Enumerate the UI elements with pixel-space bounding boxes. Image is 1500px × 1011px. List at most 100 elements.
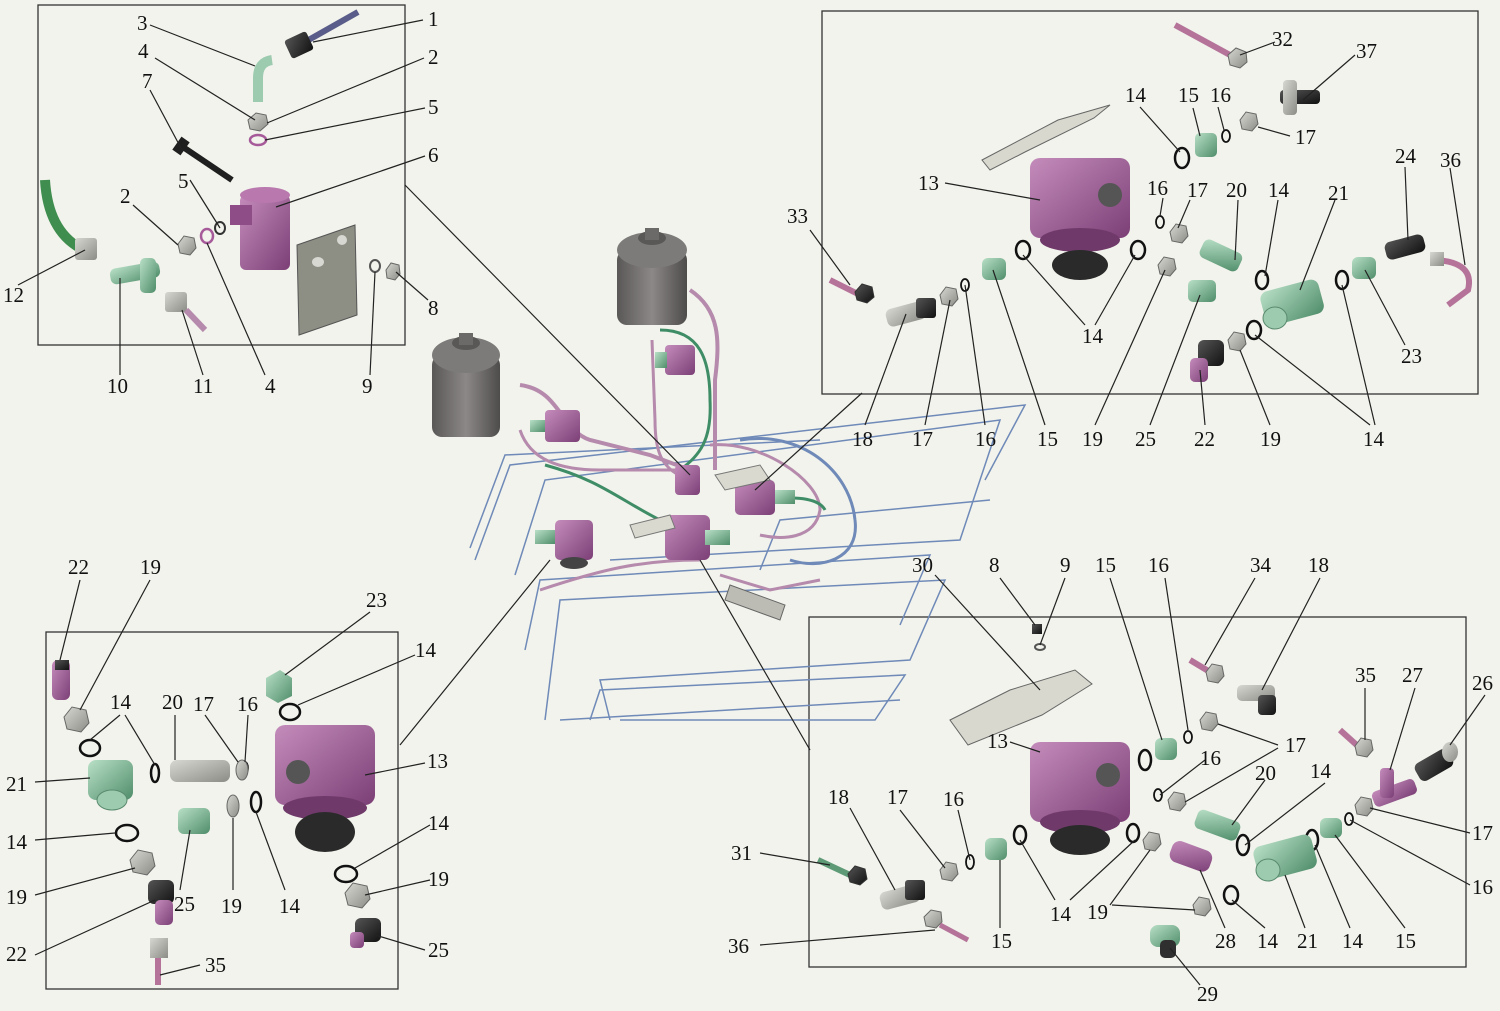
callout: 9 — [362, 374, 373, 398]
callout: 14 — [6, 830, 28, 854]
panel-connector-lines — [399, 184, 863, 751]
tr-nut-17b — [1169, 223, 1189, 244]
callout: 19 — [1260, 427, 1281, 451]
callout: 16 — [1200, 746, 1221, 770]
bl-nut-19-mid — [226, 794, 240, 818]
callout: 17 — [1285, 733, 1306, 757]
callout: 22 — [6, 942, 27, 966]
br-bracket-30 — [949, 669, 1093, 746]
callout: 21 — [1297, 929, 1318, 953]
central-valve-4 — [714, 464, 795, 515]
callout: 17 — [887, 785, 908, 809]
br-pipe-35 — [1337, 727, 1374, 758]
callout: 17 — [193, 692, 214, 716]
callout: 16 — [943, 787, 964, 811]
callout: 8 — [428, 296, 439, 320]
tr-nut-17c — [939, 286, 959, 307]
bl-nipple-20 — [170, 760, 230, 782]
callout: 4 — [265, 374, 276, 398]
callout: 19 — [6, 885, 27, 909]
br-nut-19 — [1142, 831, 1212, 917]
callout: 13 — [987, 729, 1008, 753]
bl-valve-13 — [275, 725, 375, 852]
callout: 34 — [1250, 553, 1272, 577]
panel-bottom-right-frame — [808, 616, 1467, 968]
callout: 14 — [428, 811, 450, 835]
bl-elbow-25-low — [350, 918, 381, 948]
tr-elbow-22 — [1190, 340, 1224, 382]
callout: 15 — [1178, 83, 1199, 107]
bl-nut-19-top — [63, 706, 90, 733]
callout: 13 — [918, 171, 939, 195]
callout: 25 — [428, 938, 449, 962]
callout: 22 — [68, 555, 89, 579]
tl-washer-4 — [199, 227, 215, 245]
callout: 5 — [178, 169, 189, 193]
tr-nipple-20 — [1199, 239, 1243, 272]
callout: 20 — [162, 690, 183, 714]
callout: 20 — [1255, 761, 1276, 785]
callout: 17 — [1187, 178, 1208, 202]
callout: 27 — [1402, 663, 1423, 687]
callout: 18 — [828, 785, 849, 809]
br-fitting-15 — [985, 818, 1342, 860]
callout: 16 — [1472, 875, 1493, 899]
callout: 14 — [279, 894, 301, 918]
callout: 14 — [1268, 178, 1290, 202]
br-pipe-31 — [816, 857, 868, 886]
tr-pipe-33 — [828, 277, 875, 304]
callout: 30 — [912, 553, 933, 577]
callout: 14 — [1257, 929, 1279, 953]
tl-valve-6 — [230, 187, 290, 270]
bl-pipe-35 — [150, 938, 168, 985]
callout: 3 — [137, 11, 148, 35]
air-receiver-lower — [432, 333, 500, 437]
callout: 35 — [1355, 663, 1376, 687]
callout: 15 — [991, 929, 1012, 953]
callout: 6 — [428, 143, 439, 167]
tr-fitting-23 — [1352, 257, 1376, 279]
tr-tee-37 — [1280, 80, 1320, 115]
br-filter-21 — [1253, 834, 1317, 882]
callout: 32 — [1272, 27, 1293, 51]
central-valve-3 — [675, 465, 700, 495]
tr-pipe-36 — [1430, 252, 1473, 308]
callout: 18 — [852, 427, 873, 451]
panel-bottom-left-frame — [45, 631, 399, 990]
callout: 12 — [3, 283, 24, 307]
tr-nut-17 — [1239, 111, 1259, 132]
tl-plate — [296, 224, 358, 336]
tl-elbow-3 — [253, 55, 274, 102]
callout: 15 — [1095, 553, 1116, 577]
tr-fitting-15-top — [1195, 133, 1217, 157]
tl-washer-5b — [214, 221, 226, 235]
callout: 28 — [1215, 929, 1236, 953]
tr-nut-19 — [1157, 256, 1247, 352]
callout: 14 — [1310, 759, 1332, 783]
callout: 7 — [142, 69, 153, 93]
br-connector-18 — [1237, 685, 1276, 715]
tl-nut-8 — [385, 262, 401, 281]
br-connector-18 — [879, 880, 925, 910]
callout: 14 — [1342, 929, 1364, 953]
br-tee-27 — [1371, 768, 1417, 807]
br-elbow-28 — [1169, 841, 1213, 872]
callout: 16 — [1210, 83, 1231, 107]
callout: 29 — [1197, 982, 1218, 1006]
callout: 5 — [428, 95, 439, 119]
callout: 14 — [110, 690, 132, 714]
callout: 16 — [1147, 176, 1168, 200]
callout: 24 — [1395, 144, 1417, 168]
callout: 25 — [174, 892, 195, 916]
br-fitting-15-top — [1155, 738, 1177, 760]
callout: 31 — [731, 841, 752, 865]
callout: 9 — [1060, 553, 1071, 577]
chassis-frame-outline — [469, 404, 1027, 721]
tl-pipe-1 — [284, 9, 360, 59]
callout: 26 — [1472, 671, 1493, 695]
callout: 19 — [428, 867, 449, 891]
br-nipple-20 — [1194, 809, 1241, 841]
callout: 16 — [237, 692, 258, 716]
br-pipe-34 — [1188, 657, 1225, 684]
